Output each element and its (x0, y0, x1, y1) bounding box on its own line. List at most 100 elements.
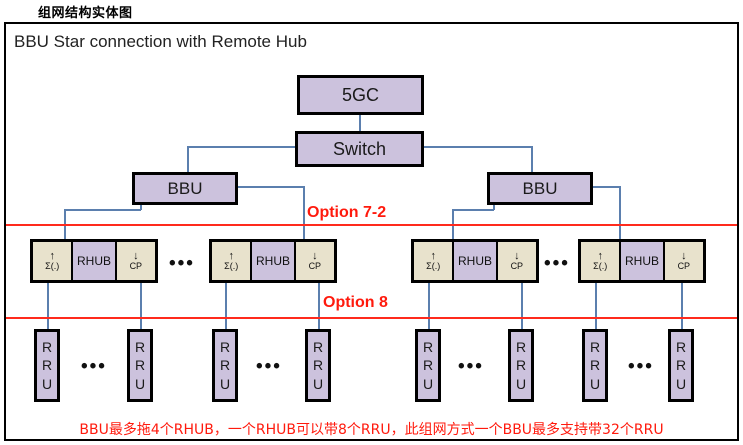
connector-bbu1-left-arm (64, 209, 141, 211)
down-arrow-icon: ↓ (133, 249, 139, 262)
rhub-2-divider-right (293, 242, 296, 280)
rru-5-line2: R (422, 357, 434, 374)
connector-bbu2-stub-left (493, 200, 495, 210)
option-7-2-label: Option 7-2 (307, 204, 387, 221)
rhub-1-center-label: RHUB (77, 253, 112, 268)
rhub-1-downlink-cell: ↓ CP (116, 242, 156, 280)
rhub-4-uplink-label: Σ(.) (593, 260, 608, 271)
node-switch-label: Switch (332, 138, 386, 159)
rhub-group-4[interactable]: ↑ Σ(.) RHUB ↓ CP (578, 239, 706, 283)
ellipsis-rru-1: ••• (81, 356, 107, 377)
rhub-2-center-label: RHUB (256, 253, 291, 268)
rhub-2-divider-left (250, 242, 253, 280)
rru-8-line1: R (675, 338, 687, 355)
rru-5-line3: U (422, 375, 434, 392)
down-arrow-icon: ↓ (681, 249, 687, 262)
rhub-3-downlink-cell: ↓ CP (497, 242, 537, 280)
rhub-1-divider-right (114, 242, 117, 280)
rru-4-line3: U (312, 375, 324, 392)
rhub-4-downlink-cell: ↓ CP (664, 242, 704, 280)
up-arrow-icon: ↑ (430, 249, 436, 262)
rru-6-line3: U (515, 375, 527, 392)
node-5gc-label: 5GC (341, 84, 379, 105)
rhub-4-downlink-label: CP (677, 260, 691, 271)
rhub-group-3[interactable]: ↑ Σ(.) RHUB ↓ CP (411, 239, 539, 283)
up-arrow-icon: ↑ (228, 249, 234, 262)
rru-node-6[interactable]: R R U (508, 329, 534, 402)
rru-node-7[interactable]: R R U (582, 329, 608, 402)
rru-6-line2: R (515, 357, 527, 374)
rhub-1-center-cell: RHUB (73, 242, 115, 280)
rhub-4-divider-left (619, 242, 622, 280)
connector-bbu1-right-arm (236, 186, 304, 188)
node-5gc[interactable]: 5GC (297, 75, 424, 115)
node-bbu-right-label: BBU (522, 178, 558, 198)
rhub-2-center-cell: RHUB (252, 242, 294, 280)
rru-6-line1: R (515, 338, 527, 355)
rru-7-line2: R (589, 357, 601, 374)
rru-5-line1: R (422, 338, 434, 355)
down-arrow-icon: ↓ (312, 249, 318, 262)
node-bbu-left-label: BBU (167, 178, 203, 198)
rhub-4-center-cell: RHUB (621, 242, 663, 280)
ellipsis-rru-4: ••• (628, 356, 654, 377)
rhub-3-center-cell: RHUB (454, 242, 496, 280)
rhub-4-uplink-cell: ↑ Σ(.) (581, 242, 620, 280)
rhub-group-1[interactable]: ↑ Σ(.) RHUB ↓ CP (30, 239, 158, 283)
rru-node-8[interactable]: R R U (668, 329, 694, 402)
rru-node-2[interactable]: R R U (127, 329, 153, 402)
node-bbu-left[interactable]: BBU (132, 172, 238, 205)
rhub-4-center-label: RHUB (625, 253, 660, 268)
rhub-3-downlink-label: CP (510, 260, 524, 271)
connector-rhub3-rru5 (428, 282, 430, 329)
rru-2-line2: R (134, 357, 146, 374)
rhub-3-uplink-label: Σ(.) (426, 260, 441, 271)
ellipsis-rhub-right: ••• (544, 253, 570, 274)
rru-1-line1: R (41, 338, 53, 355)
option-8-label: Option 8 (323, 294, 388, 311)
option-7-2-separator (6, 224, 737, 226)
connector-switch-bus-right (423, 146, 533, 148)
rhub-1-divider-left (71, 242, 74, 280)
connector-rhub3-rru6 (521, 282, 523, 329)
rhub-2-uplink-cell: ↑ Σ(.) (212, 242, 251, 280)
rru-node-1[interactable]: R R U (34, 329, 60, 402)
connector-rhub1-rru2 (140, 282, 142, 329)
rru-8-line2: R (675, 357, 687, 374)
rhub-1-uplink-cell: ↑ Σ(.) (33, 242, 72, 280)
rhub-3-divider-left (452, 242, 455, 280)
rru-node-5[interactable]: R R U (415, 329, 441, 402)
connector-bbu1-stub-left (140, 200, 142, 210)
node-switch[interactable]: Switch (295, 131, 424, 167)
rru-2-line1: R (134, 338, 146, 355)
ellipsis-rru-3: ••• (458, 356, 484, 377)
rru-4-line1: R (312, 338, 324, 355)
ellipsis-rru-2: ••• (256, 356, 282, 377)
rhub-2-uplink-label: Σ(.) (224, 260, 239, 271)
rru-8-line3: U (675, 375, 687, 392)
connector-bbu2-to-rhub4 (619, 186, 621, 240)
rhub-3-divider-right (495, 242, 498, 280)
rhub-group-2[interactable]: ↑ Σ(.) RHUB ↓ CP (209, 239, 337, 283)
rru-2-line3: U (134, 375, 146, 392)
ellipsis-rhub-left: ••• (169, 253, 195, 274)
rru-4-line2: R (312, 357, 324, 374)
rhub-1-downlink-label: CP (129, 260, 143, 271)
rhub-3-uplink-cell: ↑ Σ(.) (414, 242, 453, 280)
rru-node-3[interactable]: R R U (212, 329, 238, 402)
node-bbu-right[interactable]: BBU (487, 172, 593, 205)
rru-node-4[interactable]: R R U (305, 329, 331, 402)
option-8-separator (6, 317, 737, 319)
rhub-1-uplink-label: Σ(.) (45, 260, 60, 271)
connector-switch-bus-left (187, 146, 297, 148)
rru-3-line3: U (219, 375, 231, 392)
connector-rhub1-rru1 (47, 282, 49, 329)
down-arrow-icon: ↓ (514, 249, 520, 262)
rru-1-line3: U (41, 375, 53, 392)
rru-3-line1: R (219, 338, 231, 355)
connector-rhub2-rru4 (318, 282, 320, 329)
up-arrow-icon: ↑ (597, 249, 603, 262)
connector-switch-bbu-left (187, 146, 189, 172)
page-title: BBU Star connection with Remote Hub (14, 32, 307, 51)
